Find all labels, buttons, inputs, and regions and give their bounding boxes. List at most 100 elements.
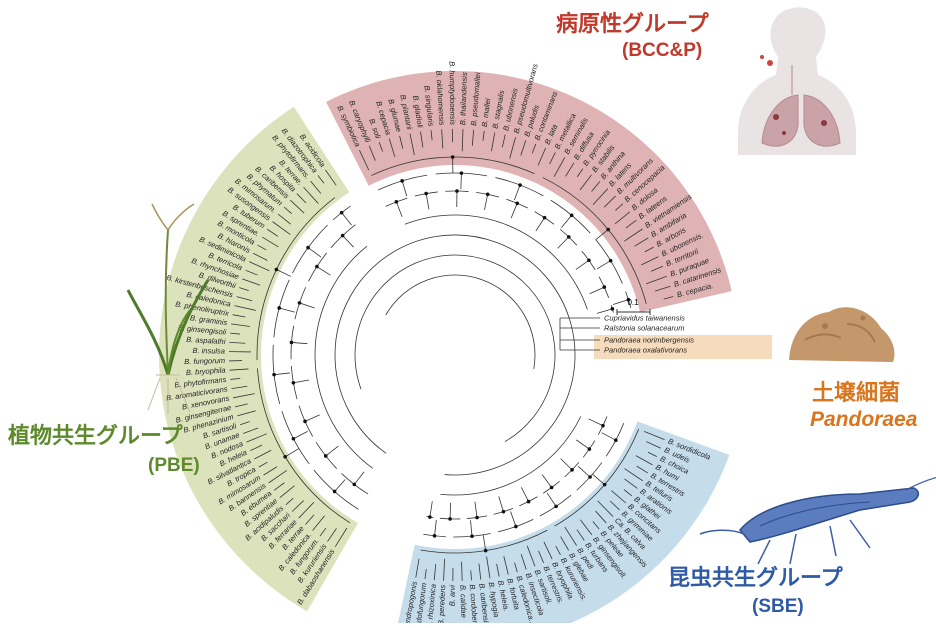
bootstrap-node [428,515,432,519]
bootstrap-node [283,455,287,459]
internal-stem [317,267,330,276]
bcc-clade-root [405,215,588,309]
bootstrap-node [614,438,618,442]
bootstrap-node [395,200,399,204]
bootstrap-node [460,171,464,175]
internal-stem [484,194,487,210]
bootstrap-node [484,549,488,553]
outgroup-label: Cupriavidus taiwanensis [604,314,685,323]
internal-stem [293,380,309,383]
internal-stem [511,511,516,526]
bootstrap-node [515,201,519,205]
bootstrap-node [601,424,605,428]
bcc-group-title: 病原性グループ [556,6,709,38]
pbe-group-code: (PBE) [148,455,200,477]
internal-stem [326,446,339,456]
bcc-group-code: (BCC&P) [622,40,702,62]
bootstrap-node [455,189,459,193]
internal-stem [558,237,569,249]
internal-stem [576,260,589,269]
bootstrap-node [277,306,281,310]
bootstrap-node [588,447,592,451]
bootstrap-node [298,301,302,305]
stinkbug-icon [700,474,936,564]
internal-stem [576,440,589,449]
bootstrap-node [588,475,592,479]
tip-label: B. arvi [448,585,457,607]
outgroup-label: Pandoraea norimbergensis [604,336,694,345]
bootstrap-node [475,516,479,520]
bootstrap-node [272,373,276,377]
bootstrap-node [303,420,307,424]
bootstrap-node [602,285,606,289]
internal-stem [542,475,551,488]
internal-stem [511,203,517,218]
bootstrap-node [606,228,610,232]
internal-stem [499,496,504,511]
tip-label: B. peredens [436,584,447,623]
bootstrap-node [570,468,574,472]
internal-stem [475,502,477,518]
internal-stem [514,185,520,200]
internal-stem [536,218,545,231]
pbe-group-title: 植物共生グループ [8,418,183,450]
internal-stem [396,202,402,217]
bootstrap-node [514,525,518,529]
bootstrap-node [518,183,522,187]
internal-stem [613,300,628,305]
bootstrap-node [603,483,607,487]
internal-stem [299,303,314,308]
internal-stem [590,287,605,294]
soil-group-genus: Pandoraea [810,408,917,432]
outgroup-label: Ralstonia solanacearum [604,324,684,333]
internal-stem [274,373,290,375]
backbone-branch [386,275,535,369]
tip-label: B. humptydooensis [448,61,458,125]
bootstrap-node [352,483,356,487]
internal-stem [597,261,611,269]
tip-label: B. thailandensis [458,72,469,125]
bootstrap-node [486,192,490,196]
outgroup-label: Pandoraea oxalativorans [604,346,687,355]
backbone-branch [355,255,555,442]
internal-stem [402,181,407,196]
bootstrap-node [290,341,294,345]
bootstrap-node [448,517,452,521]
internal-stem [342,213,352,226]
internal-stem [343,236,354,248]
internal-stem [561,215,571,227]
internal-stem [461,173,462,189]
internal-stem [430,501,432,517]
bootstrap-node [433,534,437,538]
bootstrap-node [341,234,345,238]
bootstrap-node [570,214,574,218]
internal-stem [602,433,616,440]
sbe-group-code: (SBE) [752,596,804,618]
internal-stem [308,248,321,257]
bootstrap-node [324,454,328,458]
sbe-group-title: 昆虫共生グループ [668,560,843,592]
bootstrap-node [306,246,310,250]
bootstrap-node [275,268,279,272]
bootstrap-node [587,259,591,263]
bootstrap-node [451,155,455,159]
bootstrap-node [340,211,344,215]
internal-stem [354,472,364,485]
bootstrap-node [611,307,615,311]
internal-stem [521,487,528,501]
internal-stem [279,308,294,312]
internal-stem [426,194,429,210]
internal-stem [293,431,307,438]
bootstrap-node [315,265,319,269]
tip-label: B. insulsa [192,346,225,355]
bootstrap-node [470,534,474,538]
bootstrap-node [292,381,296,385]
bootstrap-node [543,216,547,220]
bootstrap-node [502,510,506,514]
bootstrap-node [567,235,571,239]
bootstrap-node [424,192,428,196]
bootstrap-node [554,505,558,509]
